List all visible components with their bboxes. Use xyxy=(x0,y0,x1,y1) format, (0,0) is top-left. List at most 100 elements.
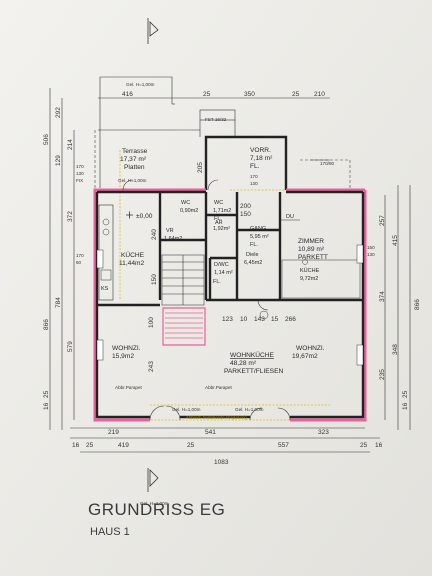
label: GANG xyxy=(250,226,266,232)
left-window-2: 60 xyxy=(76,260,82,265)
room-vr: VR 1,64m2 xyxy=(164,228,182,242)
label: D/WC xyxy=(214,262,229,268)
north-arrow-bottom xyxy=(147,468,159,492)
note-gel-top: Gel. H=1,00m xyxy=(126,82,155,87)
label-fl: FL. xyxy=(213,279,221,285)
dimension-lines xyxy=(49,88,411,453)
area: 1,71m2 xyxy=(213,208,231,214)
entrance-structure xyxy=(199,109,351,190)
dim: 25 xyxy=(187,442,195,449)
dimension-total: 1083 xyxy=(214,459,229,466)
room-kuche: KÜCHE 11,44m2 xyxy=(119,251,145,267)
dim: 205 xyxy=(197,162,204,173)
dim: 235 xyxy=(379,369,386,380)
room-vorraum: VORR. 7,18 m² FL. xyxy=(250,147,273,170)
floor: FL. xyxy=(250,242,258,248)
left-window-1: 170 xyxy=(76,253,84,258)
room-kuche-small: KÜCHE 9,72m2 xyxy=(300,267,320,282)
room-wohnzi-left: WOHNZI. 15,9m2 xyxy=(112,345,141,360)
dim: 210 xyxy=(314,91,325,98)
dimensions-right: 866 257 415 374 348 235 16 25 xyxy=(379,215,421,410)
win-mark-2: 130 xyxy=(250,181,258,186)
dim: 143 xyxy=(254,316,265,323)
dimensions-inner: 123 10 143 15 266 100 243 240 205 150 20… xyxy=(148,162,296,372)
room-diele: Diele 6,45m2 xyxy=(244,252,262,266)
dimensions-bottom-row-1: 219 541 323 xyxy=(108,429,329,436)
label: VORR. xyxy=(250,147,271,154)
dim: 866 xyxy=(414,299,421,310)
room-gang: GANG 5,95 m² FL. xyxy=(250,226,269,248)
area: 6,45m2 xyxy=(244,260,262,266)
label: Terrasse xyxy=(122,148,148,155)
dim: 348 xyxy=(392,344,399,355)
dim: 416 xyxy=(122,91,133,98)
floor: Platten xyxy=(124,164,145,171)
area: 1,64m2 xyxy=(164,236,182,242)
area: 7,18 m² xyxy=(250,155,273,162)
note-parapet-1: Abbr.Parapet xyxy=(115,385,143,390)
plan-subtitle: HAUS 1 xyxy=(90,526,130,538)
plan-title: GRUNDRISS EG xyxy=(88,500,225,519)
note-gel-left: Gel. H=1,00m xyxy=(118,178,147,183)
dim: 374 xyxy=(379,291,386,302)
label: KÜCHE xyxy=(300,267,320,274)
dim: 129 xyxy=(55,155,62,166)
room-dwc: D/WC 1,14 m² xyxy=(214,262,233,276)
note-fst-2: 170/80 xyxy=(320,161,334,166)
dim: 350 xyxy=(244,91,255,98)
dim: 16 xyxy=(402,402,409,410)
label: ZIMMER xyxy=(298,238,324,245)
north-arrow-top xyxy=(147,18,159,44)
dim: 866 xyxy=(43,319,50,330)
label: WOHNZI. xyxy=(296,345,325,352)
label: AR xyxy=(215,220,223,226)
dim: 123 xyxy=(222,316,233,323)
level-marker: ±0,00 xyxy=(126,211,153,220)
dimensions-bottom-row-2: 419 557 16 25 25 25 16 xyxy=(72,442,383,449)
floor: PARKETT xyxy=(298,254,328,261)
area: 5,95 m² xyxy=(250,234,269,240)
area: 10,89 m² xyxy=(298,246,325,253)
room-ar: AR 1,92m² xyxy=(213,220,230,232)
dim: 419 xyxy=(118,442,129,449)
floor: PARKETT/FLIESEN xyxy=(224,368,283,375)
area: 48,28 m² xyxy=(230,360,257,367)
dim: 16 xyxy=(375,442,383,449)
interior-walls xyxy=(97,192,363,307)
label: VR xyxy=(166,228,174,234)
dim: 219 xyxy=(108,429,119,436)
note-gel-bottom-2: Gel. H=1,00m xyxy=(235,407,264,412)
dim: 415 xyxy=(392,235,399,246)
dim: 150 xyxy=(240,211,251,218)
area: 19,67m2 xyxy=(292,353,318,360)
room-wc-2: WC 1,71m2 FL. xyxy=(213,200,231,222)
exterior-walls xyxy=(93,188,367,422)
fix-1: 170 xyxy=(76,164,84,169)
area: 9,72m2 xyxy=(300,276,318,282)
dim: 25 xyxy=(86,442,94,449)
label-ks: KS xyxy=(101,286,109,292)
dim: 16 xyxy=(72,442,80,449)
note-fst: FST 16/32 xyxy=(205,117,227,122)
label: WC xyxy=(214,200,223,206)
level-text: ±0,00 xyxy=(136,213,153,220)
room-dusche: DU xyxy=(286,214,294,220)
dim: 15 xyxy=(271,316,279,323)
area: 1,92m² xyxy=(213,226,230,232)
dim: 506 xyxy=(43,134,50,145)
dim: 214 xyxy=(67,139,74,150)
room-wohnzi-right: WOHNZI. 19,67m2 xyxy=(292,345,325,360)
right-window-1: 150 xyxy=(367,245,375,250)
dim: 25 xyxy=(402,390,409,398)
label: KÜCHE xyxy=(121,251,145,259)
note-gel-bottom-3: Gel. H=1,00m xyxy=(140,501,169,506)
dim: 292 xyxy=(55,107,62,118)
label: WC xyxy=(181,200,190,206)
label: WOHNZI. xyxy=(112,345,141,352)
note-gel-bottom-1: Gel. H=1,00m xyxy=(172,407,201,412)
dimensions-left: 506 866 292 129 214 372 784 579 16 25 xyxy=(43,107,74,410)
note-parapet-2: Abbr.Parapet xyxy=(205,385,233,390)
fix-3: FIX xyxy=(76,178,83,183)
area: 15,9m2 xyxy=(112,353,134,360)
